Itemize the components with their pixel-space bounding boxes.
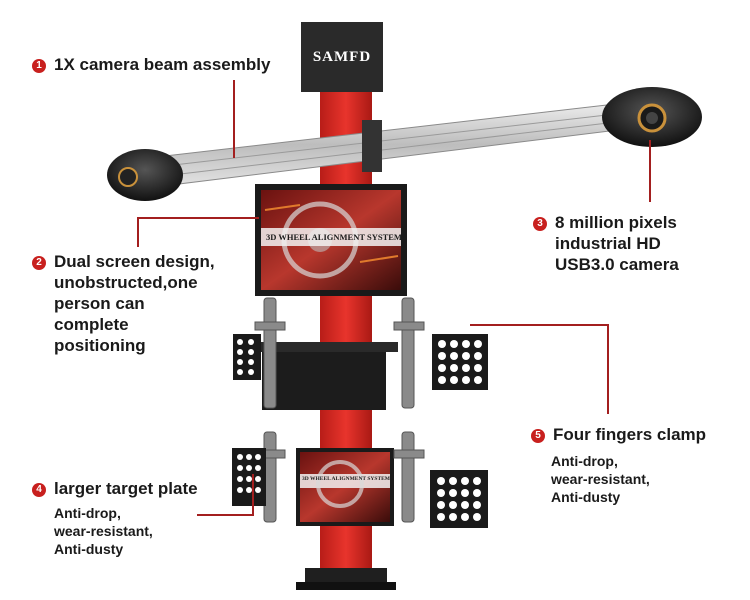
- target-plate-lower-right: [430, 470, 488, 528]
- callout-3: 3 8 million pixels industrial HD USB3.0 c…: [533, 212, 679, 275]
- callout-badge: 3: [533, 217, 547, 231]
- callout-text: 8 million pixels: [555, 213, 677, 232]
- detail-line: Anti-drop,: [54, 505, 121, 521]
- callout-2-leader-h: [137, 217, 259, 219]
- callout-text: larger target plate: [54, 479, 198, 498]
- lower-monitor-title: 3D WHEEL ALIGNMENT SYSTEM: [302, 476, 390, 482]
- callout-text: person can: [54, 294, 145, 313]
- callout-4: 4 larger target plate: [32, 478, 198, 499]
- camera-beam: [129, 99, 651, 191]
- detail-line: wear-resistant,: [551, 471, 650, 487]
- detail-line: Anti-drop,: [551, 453, 618, 469]
- detail-line: wear-resistant,: [54, 523, 153, 539]
- callout-badge: 4: [32, 483, 46, 497]
- base-plate: [305, 568, 387, 586]
- brand-logo: SAMFD: [301, 22, 383, 92]
- callout-badge: 1: [32, 59, 46, 73]
- callout-text: industrial HD: [555, 234, 661, 253]
- callout-text: positioning: [54, 336, 146, 355]
- target-plate-upper-left: [233, 334, 261, 380]
- callout-5-leader-h: [470, 324, 608, 326]
- cabinet-drawer: [262, 352, 386, 410]
- callout-5-details: Anti-drop, wear-resistant, Anti-dusty: [551, 452, 650, 506]
- monitor-title: 3D WHEEL ALIGNMENT SYSTEM: [266, 232, 402, 242]
- callout-4-leader-h: [197, 514, 253, 516]
- callout-text: 1X camera beam assembly: [54, 55, 271, 74]
- callout-text: complete: [54, 315, 129, 334]
- callout-5: 5 Four fingers clamp: [531, 424, 706, 445]
- keyboard-shelf: [258, 342, 398, 352]
- target-plate-lower-left: [232, 448, 266, 506]
- callout-2: 2 Dual screen design, unobstructed,one pe…: [32, 251, 215, 356]
- wheel-clamps: [254, 297, 425, 523]
- callout-badge: 2: [32, 256, 46, 270]
- callout-badge: 5: [531, 429, 545, 443]
- callout-5-leader-v: [607, 324, 609, 414]
- callout-text: Dual screen design,: [54, 252, 215, 271]
- left-camera-housing: [107, 149, 183, 201]
- callout-3-leader: [649, 140, 651, 202]
- callout-4-leader-v: [252, 474, 254, 516]
- callout-text: Four fingers clamp: [553, 425, 707, 444]
- callout-text: unobstructed,one: [54, 273, 198, 292]
- callout-1: 1 1X camera beam assembly: [32, 54, 270, 75]
- callout-4-details: Anti-drop, wear-resistant, Anti-dusty: [54, 504, 153, 558]
- callout-text: USB3.0 camera: [555, 255, 679, 274]
- detail-line: Anti-dusty: [54, 541, 124, 557]
- target-plate-upper-right: [432, 334, 488, 390]
- callout-2-leader-v: [137, 217, 139, 247]
- callout-1-leader: [233, 80, 235, 158]
- detail-line: Anti-dusty: [551, 489, 621, 505]
